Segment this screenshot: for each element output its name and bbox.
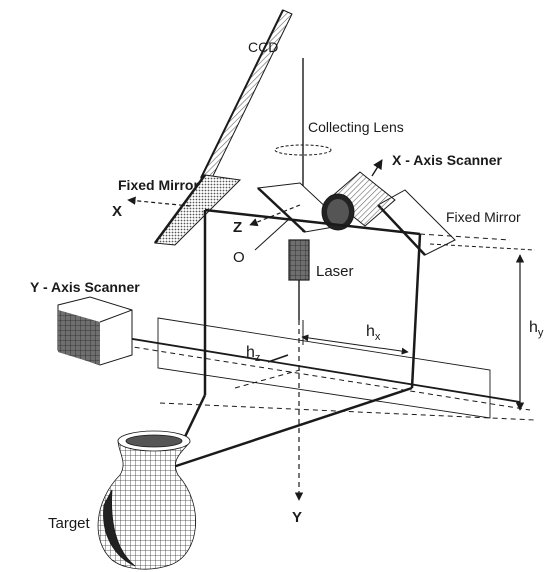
collecting-lens-icon — [274, 144, 332, 156]
ccd-sensor-icon — [200, 9, 293, 183]
z-axis-arrow — [249, 204, 301, 227]
ccd-label: CCD — [248, 39, 278, 55]
hx-label: hx — [366, 323, 381, 343]
collecting-lens-label: Collecting Lens — [308, 119, 404, 135]
hx-dimension — [301, 334, 409, 355]
fixed-mirror-left-label: Fixed Mirror — [118, 177, 199, 193]
x-axis-scanner-cylinder-icon — [321, 159, 396, 231]
hy-top-tick — [429, 243, 536, 251]
target-label: Target — [48, 515, 91, 532]
x-axis-label: X — [112, 203, 122, 220]
scan-plane — [157, 317, 491, 419]
hz-label: hz — [246, 344, 260, 364]
reference-dashed-lines — [107, 233, 536, 421]
hz-pointer — [267, 354, 289, 363]
origin-pointer — [254, 219, 289, 251]
hy-label: hy — [529, 319, 544, 339]
z-axis-label: Z — [233, 219, 242, 236]
laser-module-icon — [288, 239, 310, 281]
y-axis-label: Y — [292, 509, 302, 526]
y-scanner-beam — [107, 334, 521, 403]
x-axis-scanner-label: X - Axis Scanner — [392, 152, 503, 168]
fixed-mirror-left-icon — [153, 174, 242, 246]
origin-label: O — [233, 249, 245, 266]
y-axis-scanner-box-icon — [57, 296, 133, 366]
fixed-mirror-right-label: Fixed Mirror — [446, 209, 521, 225]
laser-label: Laser — [316, 263, 354, 280]
fixed-mirror-right-icon — [377, 189, 456, 256]
x-axis-arrow — [127, 196, 191, 207]
vase-target-icon — [97, 430, 196, 570]
y-axis-scanner-label: Y - Axis Scanner — [30, 279, 140, 295]
